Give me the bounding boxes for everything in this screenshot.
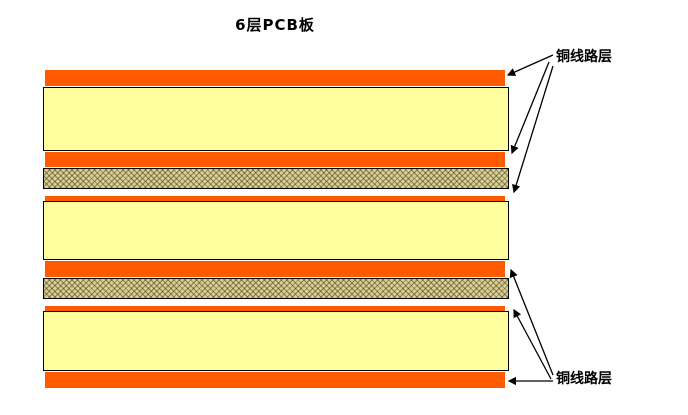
arrow-to-copper-5 [513,308,552,380]
arrow-to-copper-2 [510,61,550,155]
diagram-title: 6层PCB板 [235,16,315,34]
core-layer-1 [43,87,509,151]
copper-layer-4 [45,261,505,277]
core-layer-2 [43,201,509,260]
prepreg-layer-1 [43,168,509,189]
copper-layer-1 [45,70,505,86]
copper-layer-5 [45,306,505,311]
copper-label-top: 铜线路层 [556,49,612,65]
arrow-to-copper-3 [512,65,554,194]
copper-layer-2 [45,152,505,167]
copper-label-bottom: 铜线路层 [556,371,612,387]
arrow-to-copper-1 [506,54,554,76]
arrow-to-copper-4 [509,268,554,376]
core-layer-3 [43,311,509,371]
prepreg-layer-2 [43,278,509,299]
copper-layer-3 [45,196,505,201]
copper-layer-6 [45,372,505,388]
